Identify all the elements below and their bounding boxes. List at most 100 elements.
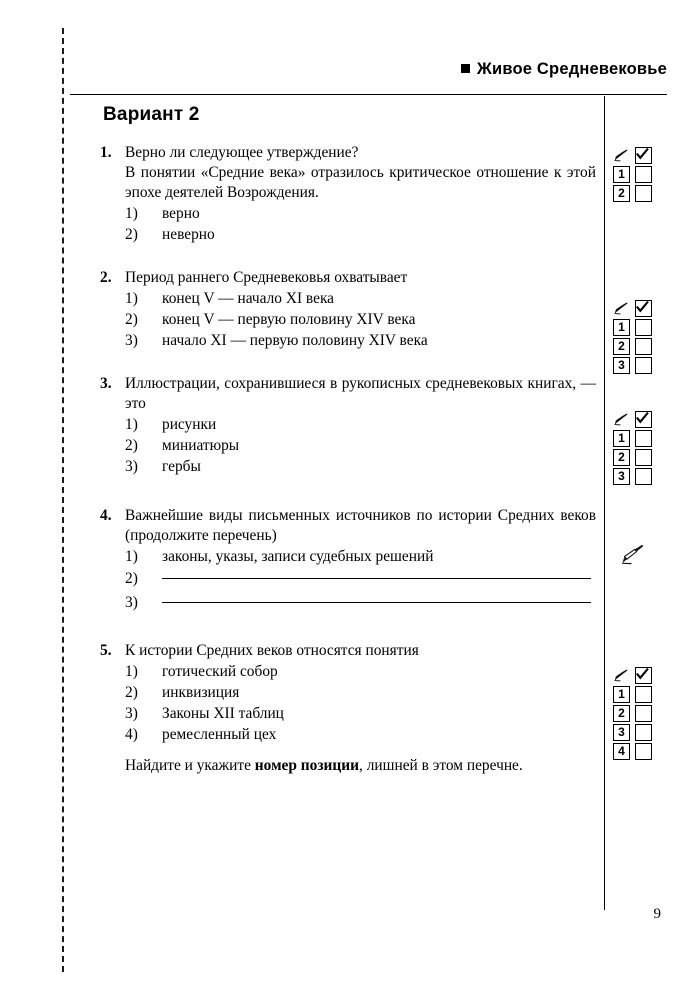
option-marker: 1) (125, 548, 138, 565)
answer-block-question-1: 1 2 (613, 147, 657, 204)
answer-checkbox[interactable] (635, 185, 652, 202)
answer-row: 4 (613, 743, 657, 760)
answer-row-number: 1 (613, 319, 630, 336)
answer-block-question-2: 1 2 3 (613, 300, 657, 376)
answer-row: 2 (613, 449, 657, 466)
check-box-header[interactable] (635, 411, 652, 428)
option-text: Законы XII таблиц (162, 705, 284, 722)
answer-checkbox[interactable] (635, 319, 652, 336)
header-rule-divider (70, 94, 667, 95)
answer-block-question-4 (620, 543, 664, 565)
option-marker: 2) (125, 311, 138, 328)
check-box-header[interactable] (635, 147, 652, 164)
answer-row: 3 (613, 724, 657, 741)
answer-row: 3 (613, 468, 657, 485)
answer-row-number: 3 (613, 724, 630, 741)
pen-icon (613, 300, 630, 317)
question-1-option-2[interactable]: 2) неверно (100, 224, 596, 245)
pen-icon (613, 411, 630, 428)
answer-column-divider (604, 96, 605, 910)
answer-row-number: 2 (613, 185, 630, 202)
option-marker: 3) (125, 458, 138, 475)
answer-checkbox[interactable] (635, 166, 652, 183)
question-1-stem-line1: Верно ли следующее утверждение? (125, 144, 359, 161)
question-2-options: 1) конец V — начало XI века 2) конец V —… (100, 288, 596, 351)
answer-checkbox[interactable] (635, 705, 652, 722)
question-4-number: 4. (100, 507, 112, 524)
answer-checkbox[interactable] (635, 724, 652, 741)
page-title: Вариант 2 (103, 104, 200, 125)
answer-row-number: 3 (613, 468, 630, 485)
answer-blank-line-3[interactable] (162, 602, 591, 603)
question-3-options: 1) рисунки 2) миниатюры 3) гербы (100, 414, 596, 477)
option-text: гербы (162, 458, 201, 475)
option-text: миниатюры (162, 437, 240, 454)
question-3-number: 3. (100, 375, 112, 392)
pen-icon (613, 147, 630, 164)
question-5-option-3[interactable]: 3) Законы XII таблиц (100, 703, 596, 724)
question-1-options: 1) верно 2) неверно (100, 203, 596, 245)
answer-header-row (613, 667, 657, 684)
question-5-number: 5. (100, 642, 112, 659)
answer-checkbox[interactable] (635, 468, 652, 485)
option-marker: 2) (125, 684, 138, 701)
question-1: 1. Верно ли следующее утверждение? В пон… (100, 143, 596, 245)
question-3-option-2[interactable]: 2) миниатюры (100, 435, 596, 456)
question-4: 4. Важнейшие виды письменных источников … (100, 506, 596, 615)
answer-checkbox[interactable] (635, 449, 652, 466)
instruction-prefix: Найдите и укажите (125, 757, 255, 774)
answer-checkbox[interactable] (635, 686, 652, 703)
question-4-option-2[interactable]: 2) (100, 567, 596, 591)
answer-row: 2 (613, 705, 657, 722)
question-5-options: 1) готический собор 2) инквизиция 3) Зак… (100, 661, 596, 745)
option-text: неверно (162, 226, 215, 243)
question-4-options: 1) законы, указы, записи судебных решени… (100, 546, 596, 615)
answer-row-number: 2 (613, 449, 630, 466)
square-bullet-icon (460, 64, 470, 73)
question-5-instruction: Найдите и укажите номер позиции, лишней … (100, 756, 596, 776)
cut-dashed-line (62, 28, 64, 972)
question-5: 5. К истории Средних веков относятся пон… (100, 641, 596, 776)
answer-checkbox[interactable] (635, 743, 652, 760)
question-3-option-3[interactable]: 3) гербы (100, 456, 596, 477)
check-box-header[interactable] (635, 667, 652, 684)
option-text: инквизиция (162, 684, 240, 701)
instruction-suffix: , лишней в этом перечне. (359, 757, 523, 774)
question-5-option-4[interactable]: 4) ремесленный цех (100, 724, 596, 745)
page-header: Живое Средневековье (70, 60, 667, 96)
answer-checkbox[interactable] (635, 338, 652, 355)
question-5-option-1[interactable]: 1) готический собор (100, 661, 596, 682)
option-marker: 1) (125, 205, 138, 222)
option-marker: 2) (125, 226, 138, 243)
question-5-option-2[interactable]: 2) инквизиция (100, 682, 596, 703)
answer-row: 1 (613, 430, 657, 447)
header-title-text: Живое Средневековье (460, 60, 667, 79)
option-text: готический собор (162, 663, 278, 680)
question-4-option-3[interactable]: 3) (100, 591, 596, 615)
option-marker: 2) (125, 570, 138, 587)
answer-row: 1 (613, 686, 657, 703)
header-title-label: Живое Средневековье (476, 60, 667, 78)
question-2-option-3[interactable]: 3) начало XI — первую половину XIV века (100, 330, 596, 351)
option-marker: 1) (125, 290, 138, 307)
question-2-option-1[interactable]: 1) конец V — начало XI века (100, 288, 596, 309)
option-text: конец V — первую половину XIV века (162, 311, 416, 328)
answer-row-number: 4 (613, 743, 630, 760)
question-1-option-1[interactable]: 1) верно (100, 203, 596, 224)
answer-row-number: 1 (613, 430, 630, 447)
option-marker: 3) (125, 332, 138, 349)
answer-row-number: 2 (613, 338, 630, 355)
answer-blank-line-2[interactable] (162, 578, 591, 579)
answer-row-number: 1 (613, 686, 630, 703)
question-3-option-1[interactable]: 1) рисунки (100, 414, 596, 435)
option-marker: 1) (125, 663, 138, 680)
answer-checkbox[interactable] (635, 357, 652, 374)
answer-checkbox[interactable] (635, 430, 652, 447)
pen-icon (613, 667, 630, 684)
option-marker: 1) (125, 416, 138, 433)
question-2-stem-line1: Период раннего Средневековья охватывает (125, 269, 408, 286)
answer-header-row (613, 411, 657, 428)
check-box-header[interactable] (635, 300, 652, 317)
question-2-option-2[interactable]: 2) конец V — первую половину XIV века (100, 309, 596, 330)
question-2-number: 2. (100, 269, 112, 286)
